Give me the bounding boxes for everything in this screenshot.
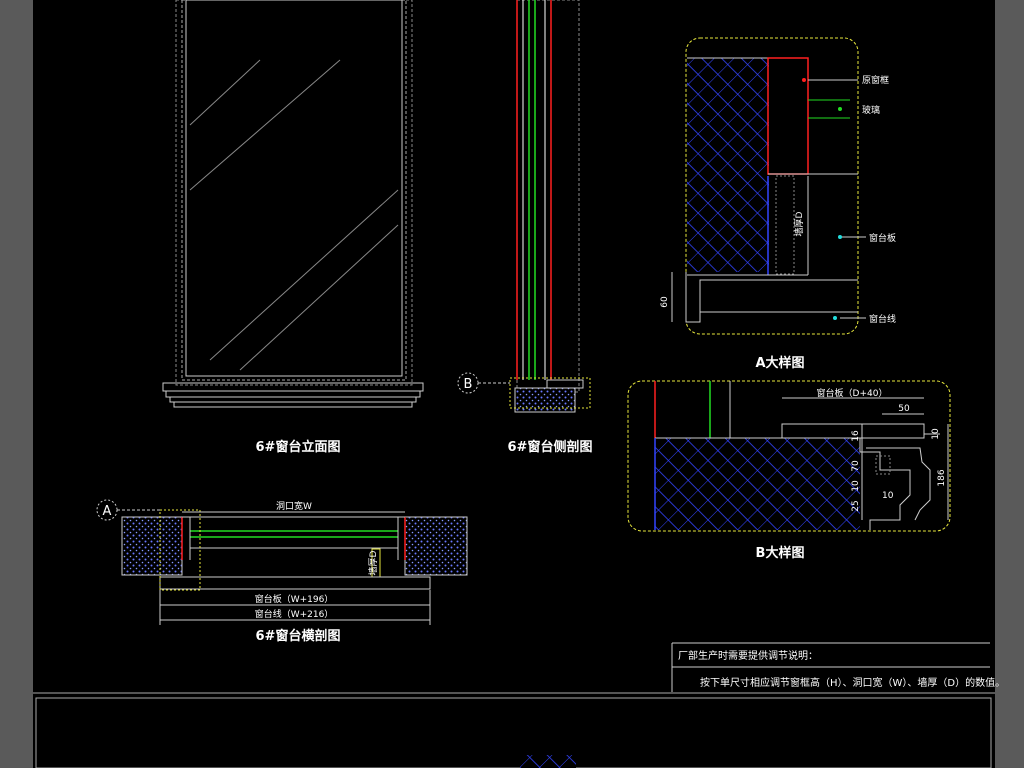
notes-body: 按下单尺寸相应调节窗框高（H）、洞口宽（W）、墙厚（D）的数值。 (700, 676, 1005, 689)
detail-b-dim-mid: 10 (882, 491, 894, 501)
detail-a-dim-60: 60 (660, 296, 670, 308)
detail-b-dim-50: 50 (898, 404, 910, 414)
plan-side-label: 墙厚D (367, 550, 379, 575)
notes-title: 厂部生产时需要提供调节说明： (678, 649, 818, 662)
detail-b-dim-25: 25 (851, 500, 861, 511)
marker-a: A (103, 504, 112, 519)
detail-b (627, 380, 951, 532)
plan-section (96, 499, 468, 625)
side-section-title: 6#窗台侧剖图 (508, 439, 593, 455)
plan-dim-sill-board: 窗台板（W+196） (255, 593, 334, 605)
lower-hatch (520, 755, 576, 768)
detail-a-dim-wall: 墙厚D (793, 211, 805, 236)
detail-b-dim-186: 186 (937, 469, 947, 486)
detail-a-label-sill-board: 窗台板 (869, 232, 896, 244)
window-elevation (162, 0, 424, 408)
lower-frame (35, 697, 992, 768)
plan-top-label: 洞口宽W (276, 500, 312, 512)
plan-section-title: 6#窗台横剖图 (256, 628, 341, 644)
detail-b-title: B大样图 (756, 545, 805, 561)
detail-b-dim-10b: 10 (851, 480, 861, 492)
detail-a-title: A大样图 (755, 355, 804, 371)
elevation-title: 6#窗台立面图 (256, 439, 341, 455)
detail-a-label-frame: 原窗框 (862, 74, 889, 86)
notes-box (33, 642, 995, 694)
detail-b-dim-10: 10 (931, 428, 941, 440)
drawing-canvas (33, 0, 995, 768)
detail-b-dim-70: 70 (851, 460, 861, 472)
detail-b-label-top: 窗台板（D+40） (817, 387, 888, 399)
detail-a-label-sill-line: 窗台线 (869, 313, 896, 325)
side-section (457, 0, 591, 413)
detail-b-dim-16: 16 (851, 430, 861, 442)
detail-a (671, 37, 866, 335)
marker-b: B (464, 377, 473, 392)
plan-dim-sill-line: 窗台线（W+216） (255, 608, 334, 620)
detail-a-label-glass: 玻璃 (862, 104, 880, 116)
